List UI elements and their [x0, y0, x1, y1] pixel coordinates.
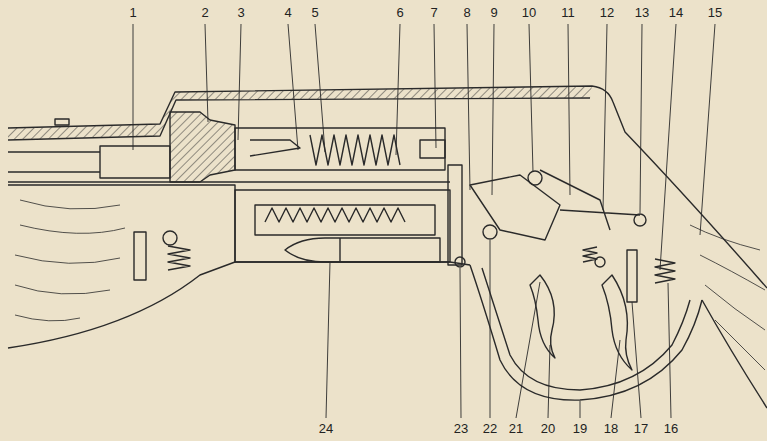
- magazine: [235, 190, 450, 262]
- callout-number: 8: [462, 5, 471, 20]
- callout-number: 4: [283, 5, 292, 20]
- stock-fore: [8, 185, 235, 348]
- trigger-guard: [470, 265, 702, 400]
- cartridge: [285, 238, 440, 262]
- callout-number: 15: [707, 5, 723, 20]
- callout-number: 6: [395, 5, 404, 20]
- callout-number: 10: [521, 5, 537, 20]
- chamber: [100, 146, 170, 178]
- callout-number: 1: [128, 5, 137, 20]
- callout-number: 24: [318, 421, 334, 436]
- plate: [448, 165, 462, 265]
- callout-number: 9: [489, 5, 498, 20]
- callout-number: 7: [429, 5, 438, 20]
- bolt-head: [170, 112, 235, 182]
- callout-number: 2: [200, 5, 209, 20]
- hatching: [8, 86, 592, 140]
- callout-number: 18: [603, 421, 619, 436]
- sight: [55, 119, 69, 125]
- callout-number: 20: [540, 421, 556, 436]
- spring: [310, 135, 400, 165]
- callout-number: 23: [453, 421, 469, 436]
- callout-number: 19: [572, 421, 588, 436]
- leader-lines: [133, 24, 715, 418]
- callout-number: 21: [508, 421, 524, 436]
- pin: [134, 232, 146, 280]
- spring: [265, 208, 405, 222]
- callout-number: 22: [482, 421, 498, 436]
- callout-number: 5: [310, 5, 319, 20]
- callout-number: 17: [633, 421, 649, 436]
- callout-number: 14: [668, 5, 684, 20]
- callout-number: 16: [663, 421, 679, 436]
- receiver-outline: [8, 86, 767, 288]
- bolt: [235, 128, 445, 170]
- trigger: [602, 275, 632, 370]
- callout-number: 3: [236, 5, 245, 20]
- stock-grip: [702, 300, 767, 408]
- callout-number: 11: [560, 5, 576, 20]
- pin: [627, 250, 637, 302]
- callout-number: 12: [599, 5, 615, 20]
- spring: [655, 259, 675, 283]
- callout-number: 13: [634, 5, 650, 20]
- spring: [168, 246, 190, 270]
